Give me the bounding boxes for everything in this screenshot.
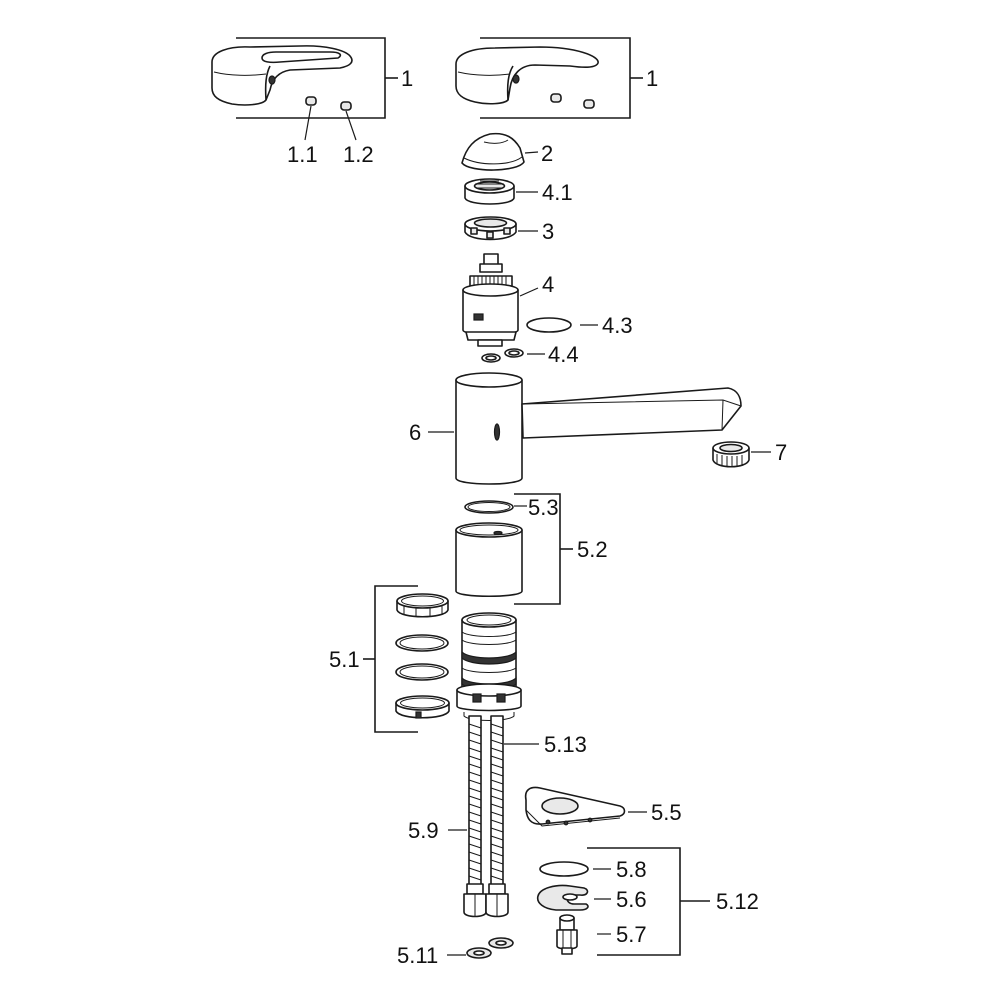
leader-1-2 (345, 110, 357, 141)
label-3: 3 (542, 219, 554, 244)
label-1a: 1 (401, 66, 413, 91)
part-4-cartridge (462, 253, 519, 347)
label-5-8: 5.8 (616, 857, 647, 882)
part-5-13-mounting-shank (456, 612, 522, 721)
label-5-7: 5.7 (616, 922, 647, 947)
label-5-2: 5.2 (577, 537, 608, 562)
part-1-lever-handle-variant-b (455, 46, 599, 109)
part-6-faucet-body (455, 372, 742, 485)
leader-1-1 (304, 105, 312, 141)
part-5-1-ring-set (395, 593, 450, 719)
leader-2 (524, 151, 539, 154)
label-1b: 1 (646, 66, 658, 91)
label-6: 6 (409, 420, 421, 445)
label-7: 7 (775, 440, 787, 465)
bracket-1b (480, 37, 643, 119)
bracket-5-12 (587, 847, 710, 956)
label-4-4: 4.4 (548, 342, 579, 367)
part-5-7-nut (556, 914, 578, 955)
bracket-5-2 (514, 493, 573, 605)
part-5-2-sleeve (455, 522, 523, 597)
label-4: 4 (542, 272, 554, 297)
part-1-lever-handle-variant-a (211, 45, 353, 111)
part-7-aerator (712, 441, 750, 468)
part-4-3-o-ring (526, 317, 572, 333)
part-2-cap (461, 132, 525, 171)
part-5-9-hoses (463, 715, 509, 918)
label-5-1: 5.1 (329, 647, 360, 672)
part-3-threaded-nut (464, 216, 517, 241)
part-5-8-ring (539, 861, 589, 877)
part-5-6-clamp (536, 884, 589, 911)
leader-4 (519, 287, 539, 297)
label-1-2: 1.2 (343, 142, 374, 167)
label-5-9: 5.9 (408, 818, 439, 843)
part-5-5-mounting-plate (524, 786, 626, 827)
bracket-1a (236, 37, 398, 119)
part-4-1-adapter-ring (464, 178, 515, 205)
part-4-4-seals (481, 348, 524, 363)
label-5-6: 5.6 (616, 887, 647, 912)
part-5-11-washers (466, 937, 514, 959)
label-5-13: 5.13 (544, 732, 587, 757)
label-1-1: 1.1 (287, 142, 318, 167)
label-4-1: 4.1 (542, 180, 573, 205)
label-5-3: 5.3 (528, 495, 559, 520)
part-5-3-ring (464, 500, 514, 514)
label-2: 2 (541, 141, 553, 166)
label-5-5: 5.5 (651, 800, 682, 825)
bracket-5-1 (363, 585, 418, 733)
label-5-12: 5.12 (716, 889, 759, 914)
label-5-11: 5.11 (397, 943, 438, 968)
label-4-3: 4.3 (602, 313, 633, 338)
